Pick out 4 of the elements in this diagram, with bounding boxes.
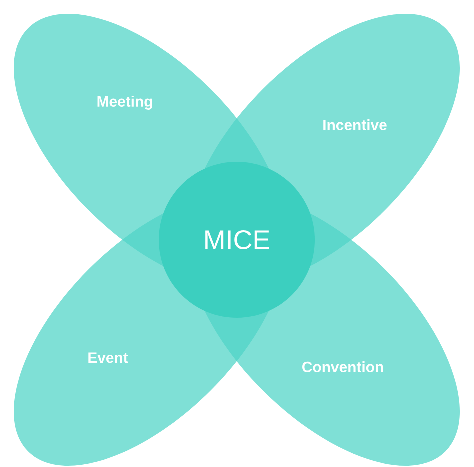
petal-label: Convention: [302, 362, 384, 372]
petal-label: Incentive: [324, 120, 387, 130]
petal-label: Event: [88, 352, 128, 364]
petal-label: Meeting: [98, 96, 152, 110]
